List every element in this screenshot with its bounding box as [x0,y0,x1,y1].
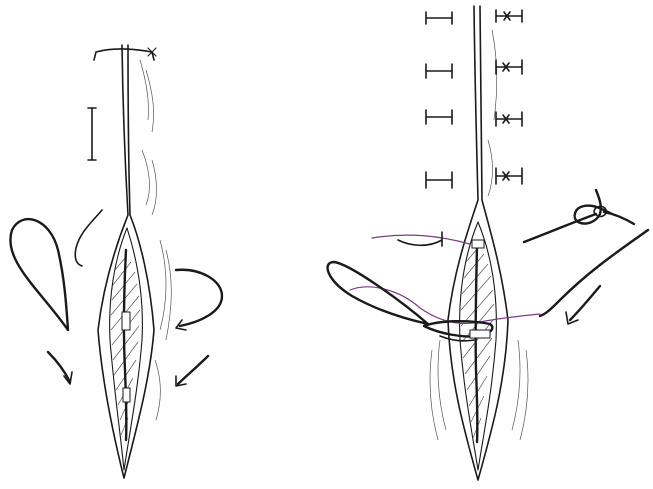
right-thread-tail [540,230,648,316]
right-retractor-plate [470,330,490,338]
left-bracket-suture-2 [75,210,102,266]
suture-left-2 [426,64,452,78]
suture-right-4 [496,168,522,184]
left-arc-suture [176,270,222,326]
right-upper-suture [524,214,596,242]
suture-right-2 [496,60,522,74]
right-suture-loop-large [328,262,428,324]
right-retractor-plate-top [472,240,484,248]
left-top-suture [94,49,154,60]
left-suture-loop [10,219,68,330]
left-bracket-suture-1 [88,108,96,160]
right-skin-contours [430,30,528,440]
suture-left-1 [426,12,452,24]
suture-left-3 [426,110,452,124]
right-lower-arrow-suture [570,286,600,320]
right-right-sutures [496,10,522,184]
left-retractor-plate-lower [123,388,130,402]
right-panel [328,6,648,480]
left-panel [10,45,222,478]
left-deep-channel [124,250,127,440]
left-retractor-plate [122,312,130,330]
left-loop-tail [48,352,70,382]
suture-right-3 [496,112,522,126]
suture-left-4 [426,172,452,188]
left-lower-arc [178,356,208,384]
right-mid-left-suture [398,232,442,246]
suture-right-1 [496,10,522,22]
left-skin-shading [140,60,171,420]
right-left-sutures [426,12,452,188]
suture-thread [350,235,540,323]
